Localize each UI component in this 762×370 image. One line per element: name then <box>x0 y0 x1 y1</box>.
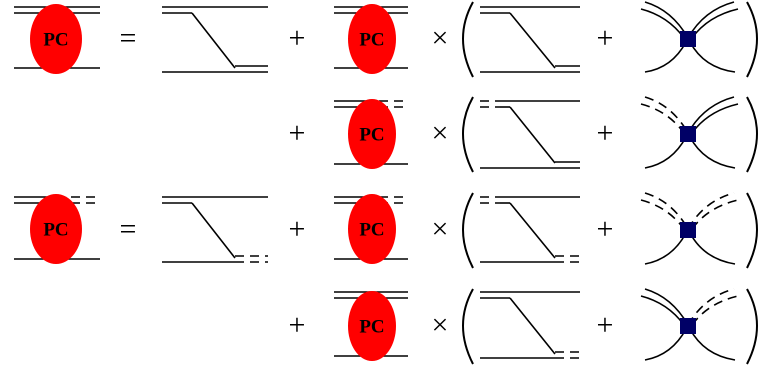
plus-sign: + <box>289 309 306 342</box>
equation-1-line-1: PC = + PC × + <box>14 1 758 78</box>
pc-blob <box>348 194 396 264</box>
plus-sign: + <box>289 22 306 55</box>
times-sign: × <box>432 117 449 150</box>
plus-sign: + <box>597 213 614 246</box>
contact-vertex <box>680 318 696 334</box>
exchange-diagram <box>480 6 580 73</box>
exchange-diagram <box>480 196 580 263</box>
pc-blob <box>348 4 396 74</box>
contact-vertex <box>680 126 696 142</box>
equation-2-line-1: PC = + PC × <box>14 192 758 269</box>
exchange-diagram <box>162 6 268 73</box>
equation-2-line-2: + PC × + <box>289 288 758 365</box>
right-parenthesis <box>746 96 758 173</box>
contact-vertex-diagram <box>640 96 739 169</box>
plus-sign: + <box>597 309 614 342</box>
contact-vertex <box>680 31 696 47</box>
left-parenthesis <box>462 288 474 365</box>
pc-blob-term: PC <box>334 99 408 169</box>
contact-vertex <box>680 222 696 238</box>
exchange-diagram <box>162 196 268 263</box>
equals-sign: = <box>120 213 137 246</box>
equation-1-line-2: + PC × + <box>289 96 758 173</box>
left-parenthesis <box>462 1 474 78</box>
right-parenthesis <box>746 1 758 78</box>
plus-sign: + <box>289 213 306 246</box>
pc-blob <box>348 291 396 361</box>
contact-vertex-diagram <box>640 1 739 73</box>
pc-blob-term: PC <box>334 291 408 361</box>
plus-sign: + <box>597 117 614 150</box>
lhs-pc-blob-2: PC <box>14 194 100 264</box>
pc-blob-term: PC <box>334 4 408 74</box>
pc-label: PC <box>43 220 68 241</box>
equals-sign: = <box>120 22 137 55</box>
exchange-diagram <box>480 291 580 359</box>
pc-label: PC <box>43 30 68 51</box>
right-parenthesis <box>746 288 758 365</box>
times-sign: × <box>432 309 449 342</box>
pc-label: PC <box>359 317 384 338</box>
pc-label: PC <box>359 125 384 146</box>
pc-blob <box>30 4 82 74</box>
lhs-pc-blob-1: PC <box>14 4 100 74</box>
contact-vertex-diagram <box>640 192 739 265</box>
plus-sign: + <box>597 22 614 55</box>
times-sign: × <box>432 213 449 246</box>
exchange-diagram <box>480 100 580 169</box>
contact-vertex-diagram <box>640 288 739 361</box>
pc-blob-term: PC <box>334 194 408 264</box>
right-parenthesis <box>746 192 758 269</box>
pc-label: PC <box>359 220 384 241</box>
left-parenthesis <box>462 192 474 269</box>
left-parenthesis <box>462 96 474 173</box>
pc-blob <box>30 194 82 264</box>
times-sign: × <box>432 22 449 55</box>
pc-label: PC <box>359 30 384 51</box>
plus-sign: + <box>289 117 306 150</box>
pc-blob <box>348 99 396 169</box>
